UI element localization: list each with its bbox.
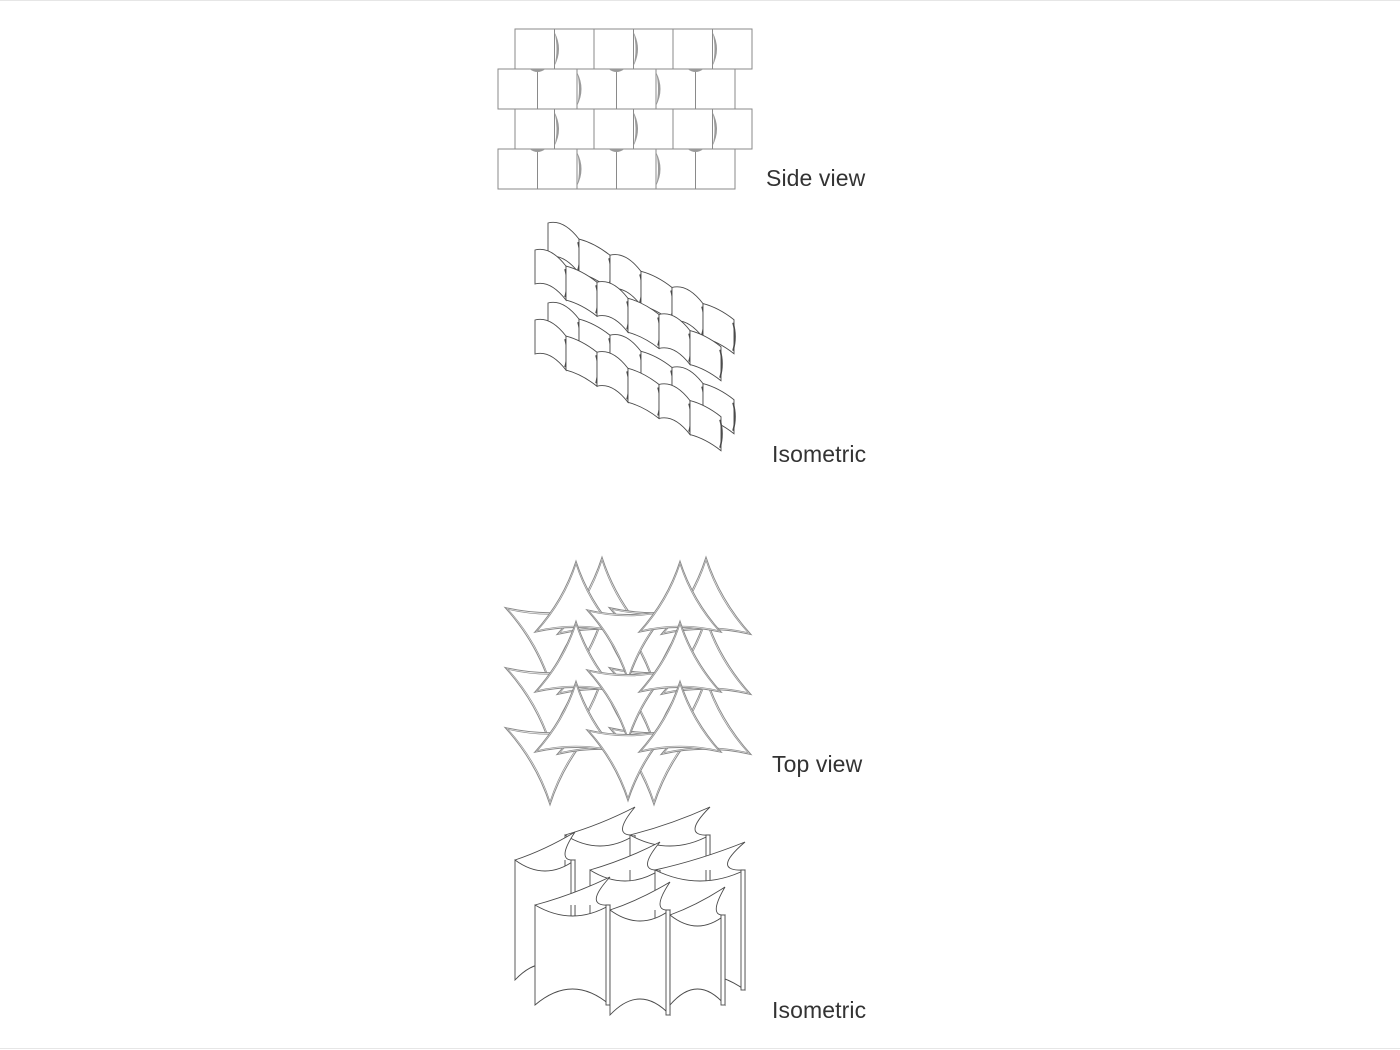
- iso-prism-face: [669, 914, 726, 1007]
- iso-prism-cap: [609, 881, 671, 911]
- top-view-tile-offset-inner: [588, 670, 668, 739]
- side-tile: [497, 148, 538, 190]
- side-tile: [497, 68, 538, 110]
- side-tile-shadow: [712, 112, 717, 146]
- top-view-tile-offset-inner: [536, 683, 616, 752]
- side-tile-top-shadow: [608, 69, 625, 72]
- iso-wall-seam: [732, 322, 736, 351]
- side-tile: [593, 28, 634, 70]
- iso-prism-cap: [654, 841, 746, 871]
- iso-prism-face: [609, 909, 671, 1017]
- top-border: [0, 0, 1400, 1]
- side-tile: [712, 28, 753, 70]
- side-tile: [633, 28, 674, 70]
- isometric-tiles-drawing: [514, 806, 746, 1017]
- iso-prism-cap: [629, 806, 711, 836]
- iso-wall-tile: [689, 400, 722, 452]
- side-tile: [672, 28, 713, 70]
- side-tile-shadow: [633, 112, 638, 146]
- bottom-border: [0, 1048, 1400, 1049]
- side-view-label: Side view: [766, 165, 866, 191]
- side-tile: [554, 28, 595, 70]
- side-tile: [593, 108, 634, 150]
- iso-prism-cap: [669, 886, 726, 916]
- side-tile-shadow: [554, 32, 559, 66]
- top-view-tile-offset: [637, 679, 723, 754]
- side-tile-shadow: [712, 32, 717, 66]
- iso-prism-cap: [514, 831, 576, 861]
- side-tile-top-shadow: [687, 69, 704, 72]
- side-tile: [655, 148, 696, 190]
- side-tile: [712, 108, 753, 150]
- iso-wall-seam: [732, 402, 736, 431]
- side-tile: [576, 68, 617, 110]
- side-tile-top-shadow: [529, 149, 546, 152]
- side-tile-shadow: [554, 112, 559, 146]
- side-tile-top-shadow: [529, 69, 546, 72]
- side-tile: [576, 148, 617, 190]
- side-tile: [554, 108, 595, 150]
- top-view-tile-offset-inner: [588, 610, 668, 679]
- side-tile-shadow: [577, 72, 582, 106]
- isometric-label-lower: Isometric: [772, 997, 867, 1023]
- top-view-drawing: [503, 555, 753, 807]
- side-tile: [514, 108, 555, 150]
- side-tile: [695, 68, 736, 110]
- top-view-label: Top view: [772, 751, 863, 777]
- side-tile: [672, 108, 713, 150]
- side-tile: [633, 108, 674, 150]
- top-view-tile-offset-inner: [640, 683, 720, 752]
- iso-prism-edge: [720, 914, 726, 1006]
- iso-prism-cap: [534, 876, 611, 906]
- isometric-label-upper: Isometric: [772, 441, 867, 467]
- side-tile: [537, 148, 578, 190]
- side-view-drawing: [497, 28, 753, 190]
- iso-prism-cap: [589, 841, 661, 871]
- side-tile-shadow: [577, 152, 582, 186]
- side-tile: [695, 148, 736, 190]
- side-tile-top-shadow: [608, 149, 625, 152]
- iso-wall-seam: [719, 419, 723, 448]
- side-tile-shadow: [656, 72, 661, 106]
- side-tile-shadow: [656, 152, 661, 186]
- iso-prism-face: [534, 904, 611, 1006]
- iso-prism-edge: [665, 909, 671, 1016]
- iso-prism-cap: [564, 806, 636, 836]
- side-tile-shadow: [633, 32, 638, 66]
- side-tile: [537, 68, 578, 110]
- side-tile: [655, 68, 696, 110]
- iso-prism-edge: [740, 869, 746, 991]
- side-tile: [616, 68, 657, 110]
- side-tile: [616, 148, 657, 190]
- iso-wall-tile: [689, 330, 722, 382]
- side-tile: [514, 28, 555, 70]
- iso-prism-edge: [605, 904, 611, 1006]
- side-tile-top-shadow: [687, 149, 704, 152]
- top-view-tile-offset-inner: [588, 730, 668, 799]
- isometric-wall-drawing: [534, 221, 736, 452]
- iso-wall-seam: [719, 349, 723, 378]
